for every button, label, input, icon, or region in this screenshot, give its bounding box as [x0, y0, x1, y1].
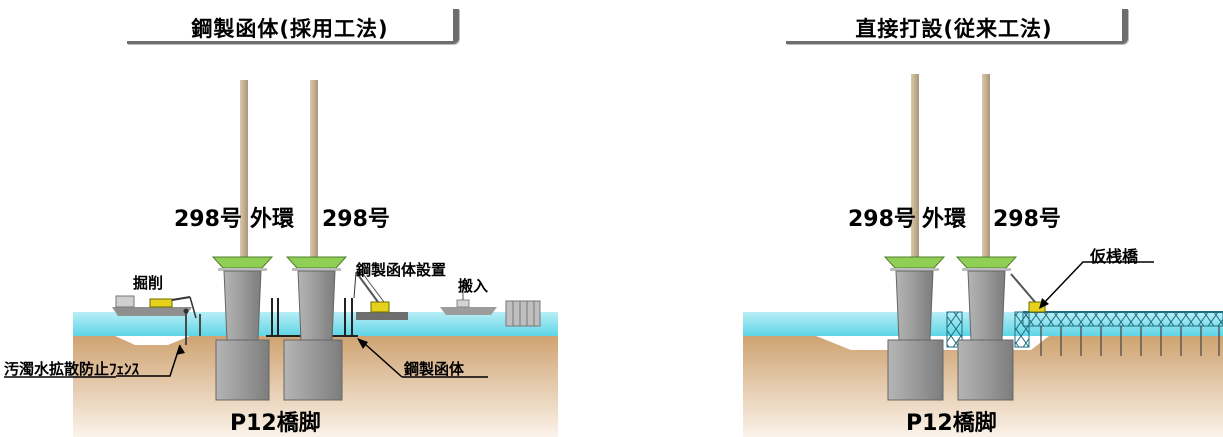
caisson-arrowhead: [357, 338, 368, 349]
right-panel: 直接打設(従来工法): [611, 0, 1223, 437]
temp-bridge-arrowhead: [1039, 298, 1049, 309]
right-pier-label: P12橋脚: [906, 411, 997, 436]
silt-fence-arrowhead: [176, 345, 185, 355]
delivered-steel: [505, 300, 541, 327]
column-1: [240, 80, 248, 264]
right-title-tab: 直接打設(従来工法): [786, 9, 1128, 44]
label-steel-caisson: 鋼製函体: [404, 360, 465, 378]
excavator-boat: [112, 295, 197, 319]
left-illustration: [4, 80, 558, 437]
label-caisson-install: 鋼製函体設置: [356, 261, 447, 279]
label-excavation: 掘削: [133, 274, 164, 292]
label-silt-fence: 汚濁水拡散防止ﾌｪﾝｽ: [4, 360, 140, 378]
column-1: [911, 74, 919, 264]
left-pier-label: P12橋脚: [230, 411, 321, 436]
right-illustration: [743, 74, 1223, 437]
pier-2: [955, 256, 1018, 401]
temp-bridge-leader: [1040, 261, 1154, 307]
pier-1: [211, 256, 274, 401]
caisson-leader: [364, 343, 403, 378]
label-temp-bridge: 仮桟橋: [1090, 247, 1139, 266]
column-2: [310, 80, 318, 264]
left-route-298-b: 298号: [322, 207, 390, 232]
right-route-298-b: 298号: [993, 207, 1061, 232]
right-route-gaikan: 外環: [922, 207, 967, 232]
right-title: 直接打設(従来工法): [855, 17, 1053, 41]
left-title-tab: 鋼製函体(採用工法): [127, 9, 459, 44]
delivery-boat: [440, 292, 497, 315]
column-2: [982, 74, 990, 264]
pier-scaffolds: [946, 311, 1030, 348]
pier-2: [283, 256, 348, 401]
label-delivery: 搬入: [458, 277, 489, 295]
left-panel: 鋼製函体(採用工法): [0, 0, 611, 437]
left-route-298-a: 298号: [174, 207, 242, 232]
left-title: 鋼製函体(採用工法): [191, 17, 389, 41]
silt-fence-leader: [116, 344, 181, 377]
pier-1: [883, 256, 946, 401]
silt-fence: [183, 308, 201, 345]
crane-barge: [353, 269, 408, 320]
left-route-gaikan: 外環: [250, 207, 295, 232]
right-route-298-a: 298号: [848, 207, 916, 232]
